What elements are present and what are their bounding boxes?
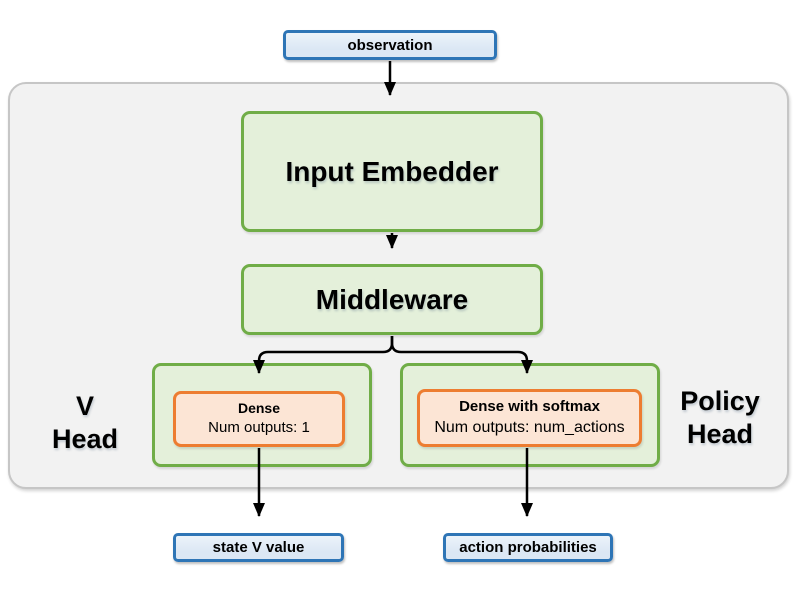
policy-head-label-line1: Policy (680, 386, 760, 416)
v-head-dense-subtitle: Num outputs: 1 (208, 419, 310, 437)
policy-head-label-line2: Head (686, 419, 754, 449)
observation-node: observation (283, 30, 497, 60)
action-probabilities-node: action probabilities (443, 533, 613, 562)
v-head-dense-node: Dense Num outputs: 1 (173, 391, 345, 447)
v-head-label-line2: Head (51, 424, 119, 454)
state-v-value-label: state V value (212, 539, 305, 556)
v-head-label: V Head (25, 390, 145, 456)
observation-label: observation (347, 36, 433, 54)
state-v-value-node: state V value (173, 533, 344, 562)
policy-head-dense-title: Dense with softmax (459, 398, 600, 416)
policy-head-dense-subtitle: Num outputs: num_actions (434, 419, 625, 437)
v-head-label-line1: V (75, 391, 94, 421)
input-embedder-node: Input Embedder (241, 111, 543, 232)
middleware-node: Middleware (241, 264, 543, 335)
policy-head-dense-node: Dense with softmax Num outputs: num_acti… (417, 389, 642, 447)
middleware-label: Middleware (315, 283, 469, 315)
v-head-dense-title: Dense (237, 400, 281, 417)
input-embedder-label: Input Embedder (285, 155, 499, 187)
action-probabilities-label: action probabilities (459, 539, 597, 556)
policy-head-label: Policy Head (660, 385, 780, 451)
